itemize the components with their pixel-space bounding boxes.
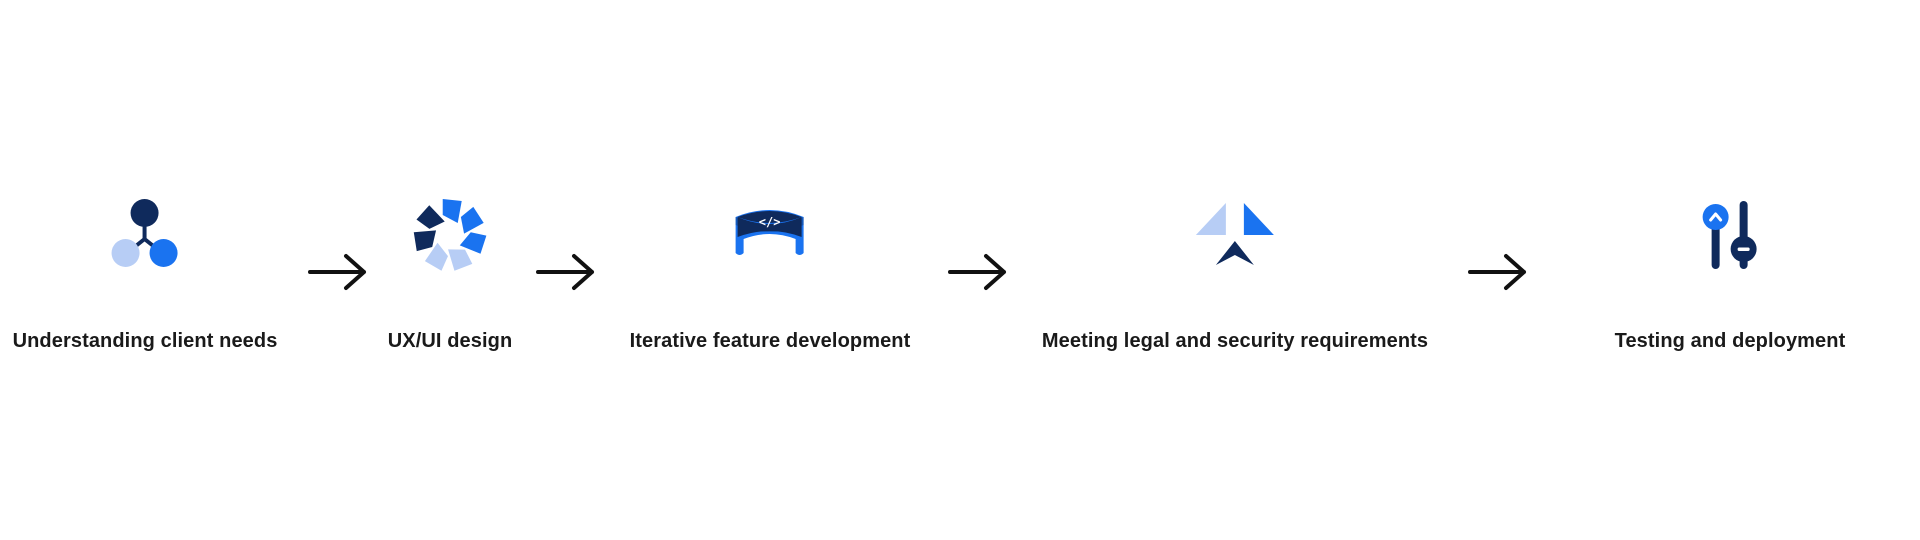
step-label: UX/UI design xyxy=(387,330,513,352)
arrow-right-icon xyxy=(1468,252,1528,292)
step-label: Meeting legal and security requirements xyxy=(1041,330,1429,352)
step-testing-and-deployment: Testing and deployment xyxy=(1615,190,1846,353)
sliders-icon xyxy=(1685,190,1775,280)
arrow-right-icon xyxy=(948,252,1008,292)
step-ux-ui-design: UX/UI design xyxy=(388,190,513,353)
step-iterative-feature-development: </> Iterative feature development xyxy=(630,190,911,353)
connected-circles-icon xyxy=(100,190,190,280)
triangles-shield-icon xyxy=(1190,190,1280,280)
arrow-right-icon xyxy=(308,252,368,292)
step-label: Testing and deployment xyxy=(1614,330,1846,352)
svg-text:</>: </> xyxy=(759,215,781,229)
step-meeting-legal-and-security-requirements: Meeting legal and security requirements xyxy=(1042,190,1428,353)
step-label: Understanding client needs xyxy=(12,330,278,352)
step-understanding-client-needs: Understanding client needs xyxy=(13,190,278,353)
aperture-icon xyxy=(405,190,495,280)
arrow-right-icon xyxy=(536,252,596,292)
code-band-icon: </> xyxy=(725,190,815,280)
step-label: Iterative feature development xyxy=(629,330,911,352)
